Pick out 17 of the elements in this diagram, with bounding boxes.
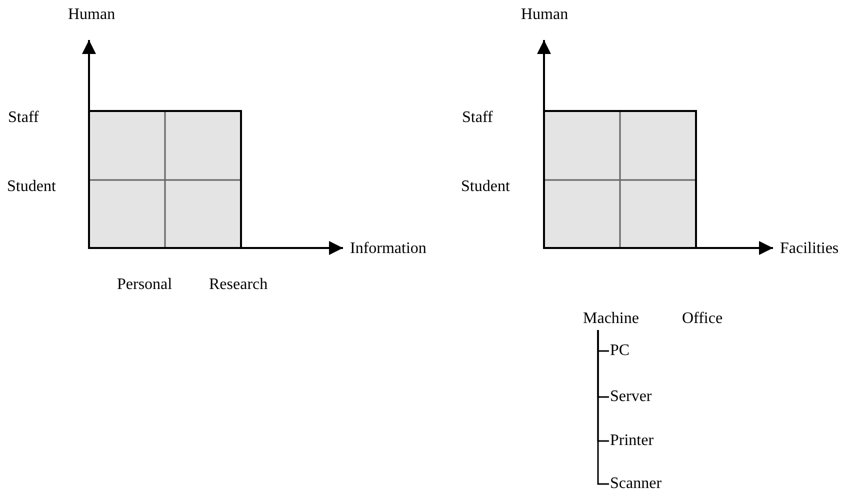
- row-label: Staff: [462, 109, 493, 127]
- column-label: Machine: [583, 310, 639, 328]
- column-label: Research: [209, 276, 268, 294]
- tree-item: Server: [610, 388, 652, 406]
- tree-item: PC: [610, 342, 630, 360]
- tree-item: Printer: [610, 432, 654, 450]
- column-label: Personal: [117, 276, 172, 294]
- axis-label: Facilities: [780, 240, 839, 258]
- column-label: Office: [682, 310, 723, 328]
- tree-connector: [597, 330, 609, 485]
- axis-label: Human: [521, 6, 568, 24]
- axis-label: Information: [350, 240, 426, 258]
- tree-item: Scanner: [610, 475, 662, 493]
- axis-label: Human: [68, 6, 116, 24]
- row-label: Student: [7, 178, 56, 196]
- row-label: Student: [461, 178, 510, 196]
- row-label: Staff: [8, 109, 39, 127]
